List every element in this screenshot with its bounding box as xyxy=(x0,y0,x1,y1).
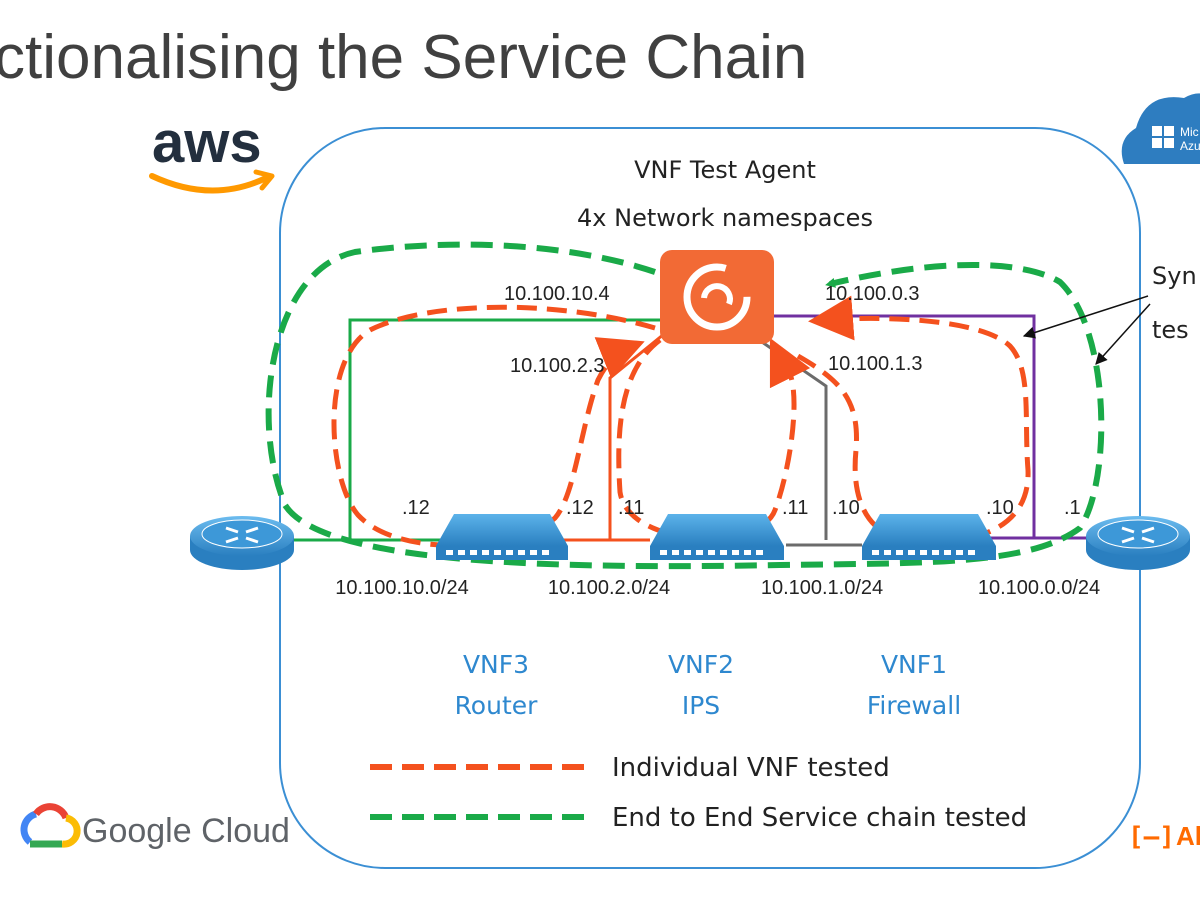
host-vnf1-left: .10 xyxy=(832,497,860,519)
google-cloud-text: Google Cloud xyxy=(82,812,290,850)
vnf2-role: IPS xyxy=(682,691,720,720)
legend: Individual VNF tested End to End Service… xyxy=(370,753,1027,833)
subnet-label: 10.100.2.0/24 xyxy=(548,577,670,599)
subnet-label: 10.100.0.0/24 xyxy=(978,577,1100,599)
test-agent-node xyxy=(660,250,774,344)
alibaba-cloud-logo: [–] Al xyxy=(1128,821,1200,852)
google-cloud-icon xyxy=(20,803,81,848)
agent-title: VNF Test Agent xyxy=(634,156,816,184)
agent-namespaces: 4x Network namespaces xyxy=(577,204,873,232)
test-agent-icon xyxy=(683,263,751,331)
link-agent-vnf3 xyxy=(348,318,660,540)
aws-logo: aws xyxy=(149,110,275,194)
ip-agent-vnf1: 10.100.0.3 xyxy=(825,283,920,305)
azure-logo-text-1: Mic xyxy=(1180,125,1199,139)
host-vnf2-left: .11 xyxy=(618,497,644,519)
test-agent-box xyxy=(660,250,774,344)
vnf2-name: VNF2 xyxy=(668,650,734,679)
host-vnf1-right: .10 xyxy=(986,497,1014,519)
ip-agent-vnf2-left: 10.100.2.3 xyxy=(510,355,605,377)
slide-title: ctionalising the Service Chain xyxy=(0,23,807,92)
vnf1-name: VNF1 xyxy=(881,650,947,679)
subnet-label: 10.100.10.0/24 xyxy=(335,577,468,599)
edge-router-right xyxy=(1086,516,1190,570)
google-cloud-logo: Google Cloud xyxy=(20,803,290,850)
vnf2-switch xyxy=(650,514,784,560)
host-edge-right: .1 xyxy=(1064,497,1081,519)
subnet-label: 10.100.1.0/24 xyxy=(761,577,883,599)
callout-text-2: tes xyxy=(1152,316,1189,344)
individual-test-vnf1 xyxy=(796,295,1031,545)
aws-logo-text: aws xyxy=(152,110,262,175)
legend-label-individual: Individual VNF tested xyxy=(612,753,890,783)
router-arrows-icon xyxy=(225,526,259,544)
link-agent-vnf1-purple xyxy=(774,314,1036,538)
host-vnf3-left: .12 xyxy=(402,497,430,519)
edge-router-left xyxy=(190,516,294,570)
alibaba-icon: [–] xyxy=(1128,822,1175,852)
vnf1-role: Firewall xyxy=(867,691,961,720)
callout-text-1: Syn xyxy=(1152,262,1197,290)
vnf3-role: Router xyxy=(455,691,539,720)
network-links xyxy=(290,314,1090,547)
legend-label-e2e: End to End Service chain tested xyxy=(612,803,1027,833)
aws-smile-icon xyxy=(149,173,269,194)
azure-logo: Mic Azu xyxy=(1121,93,1200,164)
individual-test-vnf3 xyxy=(331,304,656,548)
alibaba-text: Al xyxy=(1176,821,1200,851)
azure-logo-text-2: Azu xyxy=(1180,139,1200,153)
router-arrows-icon xyxy=(1121,526,1155,544)
host-vnf3-right: .12 xyxy=(566,497,594,519)
ip-agent-vnf3: 10.100.10.4 xyxy=(504,283,610,305)
windows-icon xyxy=(1152,126,1174,148)
individual-test-vnf2 xyxy=(616,337,811,541)
vnf1-switch xyxy=(862,514,996,560)
host-vnf2-right: .11 xyxy=(782,497,808,519)
ip-agent-vnf2-right: 10.100.1.3 xyxy=(828,353,923,375)
cloud-region-boundary xyxy=(279,127,1141,869)
callout-arrows xyxy=(1022,295,1151,365)
e2e-test-path xyxy=(265,241,1105,570)
vnf3-name: VNF3 xyxy=(463,650,529,679)
vnf3-switch xyxy=(436,514,568,560)
